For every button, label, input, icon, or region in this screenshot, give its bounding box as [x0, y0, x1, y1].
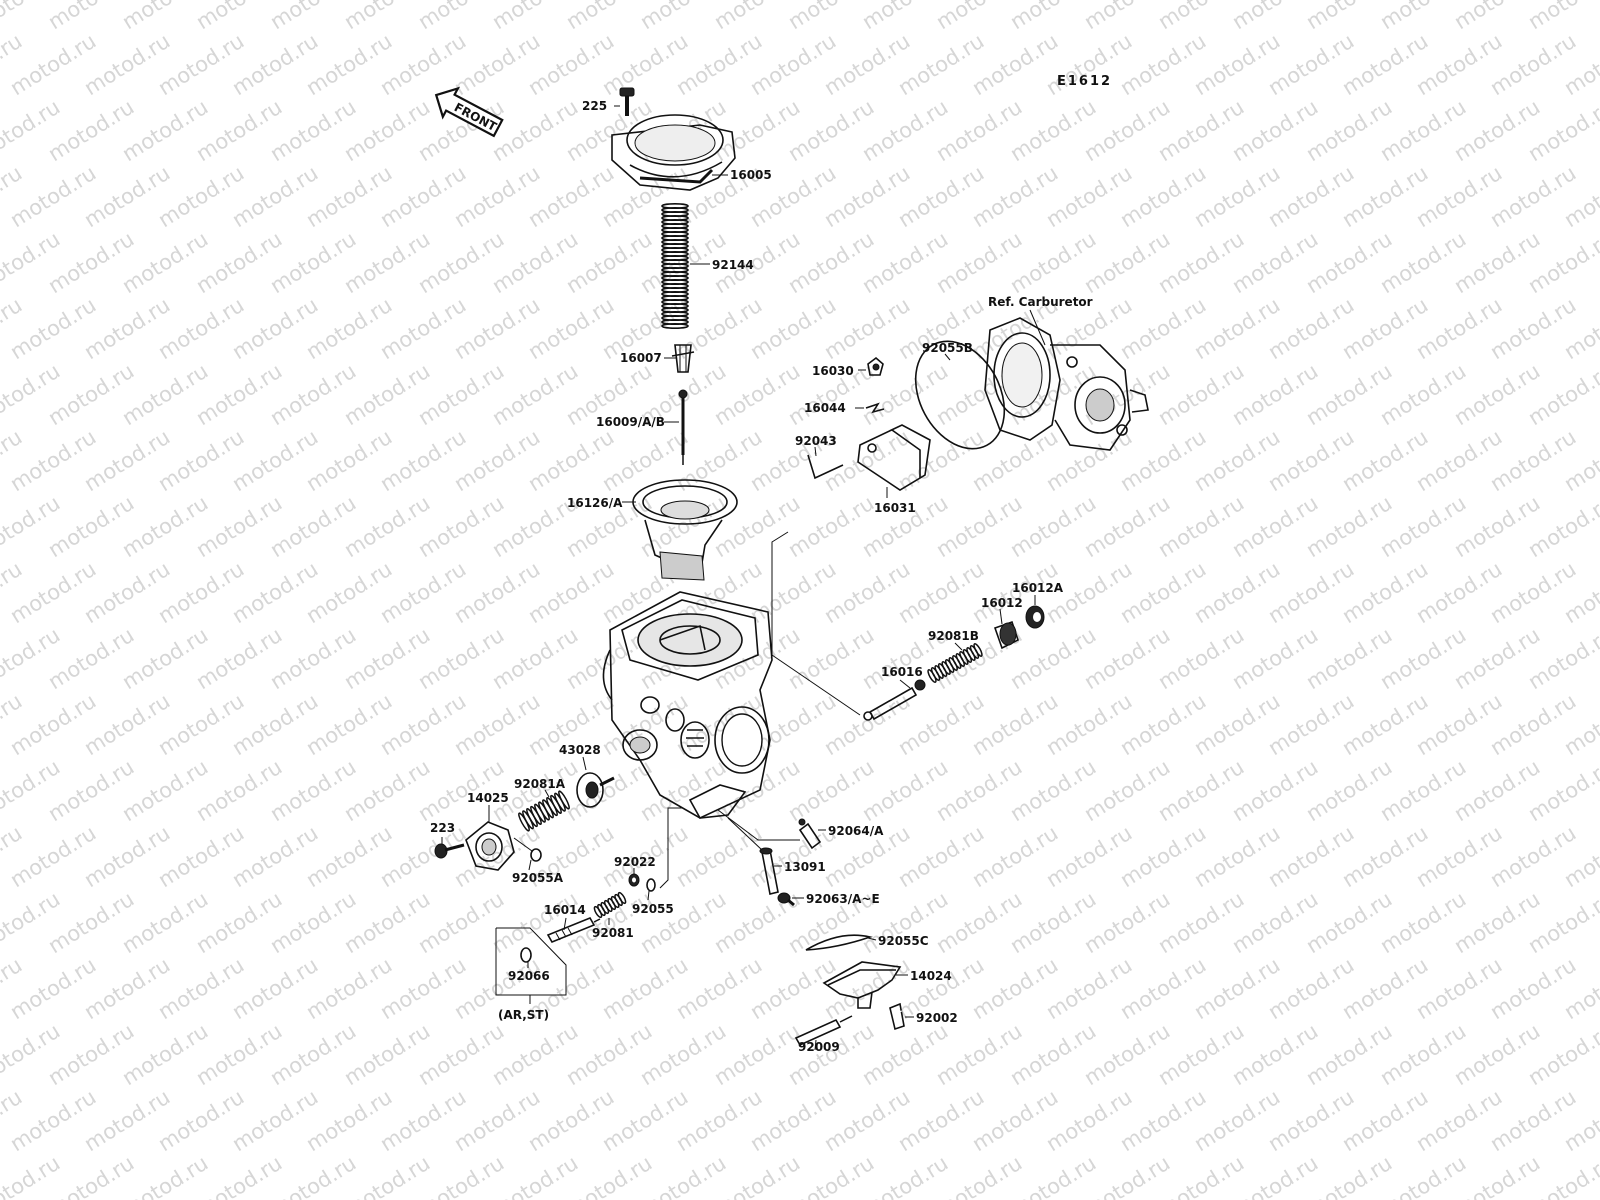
label-16044: 16044: [804, 401, 846, 415]
watermark-text: motod.ru: [784, 1151, 878, 1200]
needle-holder-16007: [671, 344, 695, 373]
diagram-id: E1612: [1057, 74, 1112, 89]
pin-92043: [807, 454, 844, 480]
label-92064: 92064/A: [828, 824, 884, 838]
top-cover-16005: [611, 114, 736, 191]
diaphragm-43028: [576, 772, 615, 808]
watermark-text: motod.ru: [192, 1151, 286, 1200]
watermark-text: motod.ru: [1006, 1151, 1100, 1200]
gasket-92055C: [805, 934, 873, 951]
spring-coil: [558, 790, 570, 810]
label-16012: 16012: [981, 596, 1023, 610]
label-92043: 92043: [795, 434, 837, 448]
label-16012A: 16012A: [1012, 581, 1064, 595]
spring-92081B: [927, 643, 983, 683]
label-92081A: 92081A: [514, 777, 566, 791]
watermark-text: motod.ru: [44, 1151, 138, 1200]
spring-coil: [973, 643, 983, 657]
cover-14025: [465, 821, 515, 871]
spring-coil: [661, 322, 689, 329]
watermark-text: motod.ru: [340, 1151, 434, 1200]
label-16009: 16009/A/B: [596, 415, 665, 429]
watermark-text: motod.ru: [932, 1151, 1026, 1200]
screw-225: [619, 87, 635, 116]
watermark-text: motod.ru: [710, 1151, 804, 1200]
carburetor-body: [602, 591, 773, 819]
label-14025: 14025: [467, 791, 509, 805]
jet-13091: [759, 847, 779, 895]
watermark-text: motod.ru: [1524, 0, 1600, 34]
cap-16012: [993, 620, 1019, 650]
screw-223: [434, 843, 465, 859]
label-92081B: 92081B: [928, 629, 979, 643]
ref-carburetor-body: [984, 317, 1149, 451]
label-14024: 14024: [910, 969, 952, 983]
label-16030: 16030: [812, 364, 854, 378]
label-92081: 92081: [592, 926, 634, 940]
clip-16044: [865, 402, 885, 414]
label-92009: 92009: [798, 1040, 840, 1054]
label-92022: 92022: [614, 855, 656, 869]
ref-carburetor-label: Ref. Carburetor: [988, 295, 1093, 309]
label-92055C: 92055C: [878, 934, 929, 948]
watermark-text: motod.ru: [0, 1151, 64, 1200]
label-92144: 92144: [712, 258, 754, 272]
watermark-text: motod.ru: [858, 1151, 952, 1200]
jet-needle-16009: [678, 389, 688, 465]
label-16005: 16005: [730, 168, 772, 182]
label-92055B: 92055B: [922, 341, 973, 355]
nut-16030: [867, 356, 884, 376]
hose-fitting-92064: [798, 818, 822, 850]
float-16031: [857, 424, 931, 491]
label-16007: 16007: [620, 351, 662, 365]
watermark-text: motod.ru: [488, 1151, 582, 1200]
o-ring-92055: [646, 878, 656, 892]
watermark-text: motod.ru: [1450, 1151, 1544, 1200]
watermark-text: motod.ru: [562, 1151, 656, 1200]
watermark-text: motod.ru: [1302, 1151, 1396, 1200]
label-92066: 92066: [508, 969, 550, 983]
spring-92081A: [518, 790, 570, 832]
drain-screw-92009: [794, 1015, 853, 1047]
label-16031: 16031: [874, 501, 916, 515]
plug-92066: [520, 947, 532, 963]
float-bowl-14024: [822, 961, 902, 1009]
spring-92144: [661, 203, 689, 329]
watermark-text: motod.ru: [266, 1151, 360, 1200]
watermark-text: motod.ru: [414, 1151, 508, 1200]
jet-92063: [777, 892, 795, 907]
label-16126: 16126/A: [567, 496, 623, 510]
label-16014: 16014: [544, 903, 586, 917]
label-13091: 13091: [784, 860, 826, 874]
screw-92002: [889, 1002, 905, 1031]
pilot-screw-16014: [546, 916, 601, 944]
spring-coil: [617, 891, 627, 905]
o-ring-92055B: [914, 340, 1006, 450]
plunger-16016: [863, 679, 926, 721]
o-ring-92055A: [530, 848, 542, 862]
watermark-text: motod.ru: [1598, 0, 1600, 34]
label-16016: 16016: [881, 665, 923, 679]
watermark-text: motod.ru: [1080, 1151, 1174, 1200]
watermark-text: motod.ru: [1376, 1151, 1470, 1200]
region-note: (AR,ST): [498, 1008, 549, 1022]
spring-92081: [593, 891, 627, 919]
seal-16012A: [1025, 605, 1045, 629]
watermark-text: motod.ru: [1154, 1151, 1248, 1200]
label-92055: 92055: [632, 902, 674, 916]
label-92063: 92063/A~E: [806, 892, 880, 906]
watermark-text: motod.ru: [1228, 1151, 1322, 1200]
label-223: 223: [430, 821, 455, 835]
label-43028: 43028: [559, 743, 601, 757]
watermark-text: motod.ru: [118, 1151, 212, 1200]
label-92055A: 92055A: [512, 871, 564, 885]
watermark-text: motod.ru: [636, 1151, 730, 1200]
label-225: 225: [582, 99, 607, 113]
label-92002: 92002: [916, 1011, 958, 1025]
washer-92022: [628, 873, 640, 887]
